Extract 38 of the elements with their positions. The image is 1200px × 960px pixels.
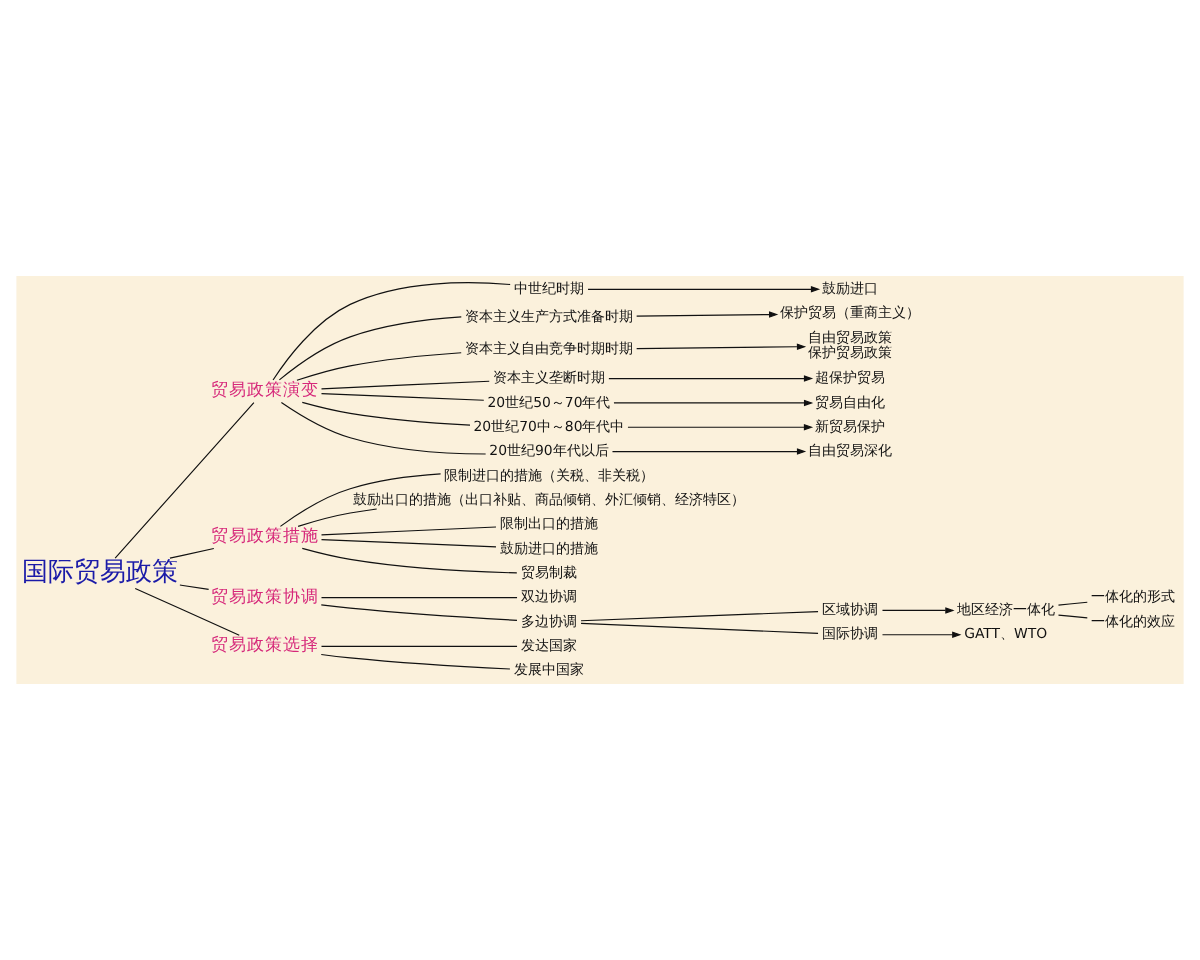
connector [272, 282, 511, 381]
node-text: 国际贸易政策 [22, 557, 179, 588]
connector [320, 393, 485, 401]
connector [580, 622, 819, 634]
connector [296, 352, 462, 381]
arrow [611, 448, 807, 455]
connector [1057, 601, 1088, 606]
arrow [608, 375, 814, 382]
connector [320, 526, 497, 536]
connector [169, 547, 215, 559]
connector [320, 653, 511, 670]
connector [320, 597, 518, 599]
arrow [627, 424, 814, 431]
node-text: 贸易政策措施 [211, 527, 320, 548]
arrow [587, 286, 821, 293]
arrow [613, 399, 814, 407]
node-text: 贸易政策演变 [211, 381, 320, 402]
arrow [881, 631, 962, 638]
connector [301, 401, 471, 426]
arrow [881, 607, 955, 614]
node-text: 贸易政策协调 [211, 587, 320, 608]
connector [320, 645, 518, 647]
connector [279, 473, 442, 527]
connector [320, 539, 497, 548]
node-text: 贸易政策选择 [211, 636, 320, 657]
connector [580, 611, 819, 622]
connector [1057, 614, 1088, 619]
connector [134, 587, 240, 636]
connector [280, 401, 487, 455]
connector [297, 508, 378, 527]
connector [301, 547, 518, 574]
arrow [636, 343, 807, 350]
connector [179, 584, 210, 590]
connector [320, 380, 490, 390]
connector [114, 401, 255, 559]
connector [320, 604, 518, 621]
arrow [636, 311, 779, 318]
connector [278, 316, 462, 381]
